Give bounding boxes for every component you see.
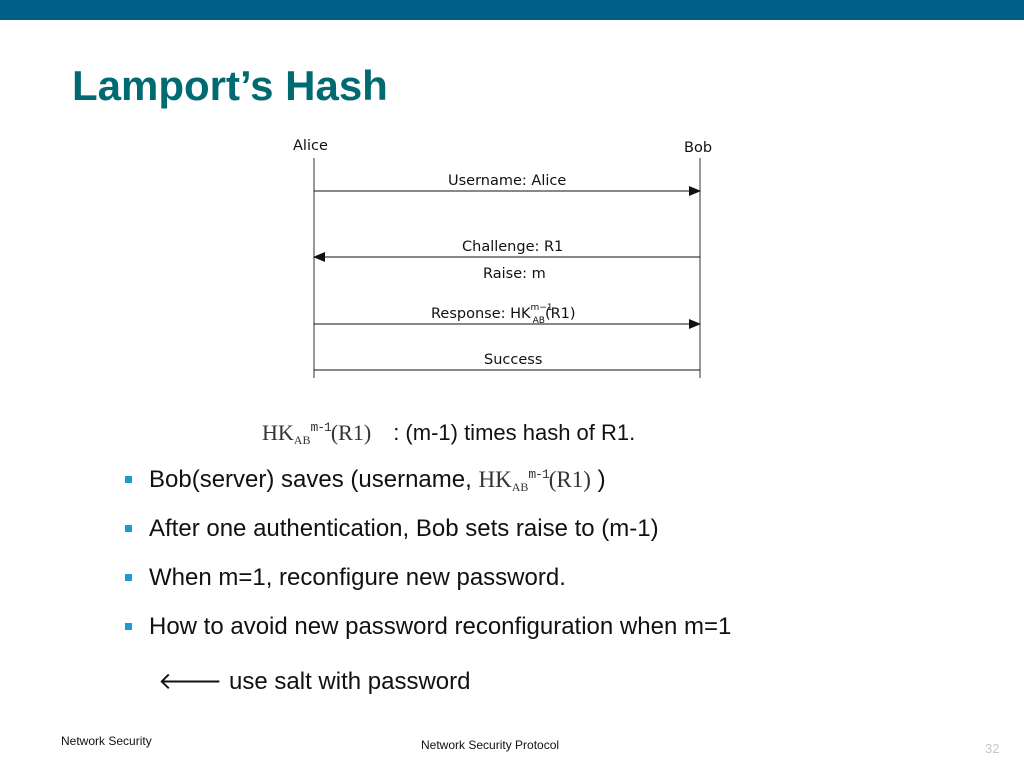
footer-course-name: Network Security xyxy=(61,734,152,748)
hash-formula: HKABm-1(R1) xyxy=(262,420,372,447)
bullet-item: After one authentication, Bob sets raise… xyxy=(124,515,731,564)
slide-title: Lamport’s Hash xyxy=(72,62,388,109)
bullet-item: When m=1, reconfigure new password. xyxy=(124,564,731,613)
protocol-sequence-diagram: Alice Bob Username: Alice Challenge: R1 … xyxy=(293,138,712,378)
message-username-label: Username: Alice xyxy=(448,173,566,189)
message-challenge-label: Challenge: R1 xyxy=(462,239,563,255)
square-bullet-icon xyxy=(125,525,132,532)
formula-definition: HKABm-1(R1) : (m-1) times hash of R1. xyxy=(262,420,635,448)
footer-section-name: Network Security Protocol xyxy=(421,738,560,752)
square-bullet-icon xyxy=(125,623,132,630)
square-bullet-icon xyxy=(125,574,132,581)
formula-description: : (m-1) times hash of R1. xyxy=(393,420,636,445)
top-header-bar xyxy=(0,0,1024,20)
alice-label: Alice xyxy=(293,138,328,154)
page-number: 32 xyxy=(985,741,1000,756)
sub-point: 🡐 use salt with password xyxy=(158,668,471,695)
bullet-item: How to avoid new password reconfiguratio… xyxy=(124,613,731,662)
left-arrow-icon: 🡐 xyxy=(158,668,223,695)
square-bullet-icon xyxy=(125,476,132,483)
bob-label: Bob xyxy=(684,140,712,156)
bullet-list: Bob(server) saves (username, HKABm-1(R1)… xyxy=(124,466,731,662)
message-success-label: Success xyxy=(484,352,542,368)
hash-formula: HKABm-1(R1) xyxy=(478,467,591,494)
bullet-item: Bob(server) saves (username, HKABm-1(R1)… xyxy=(124,466,731,515)
message-raise-label: Raise: m xyxy=(483,266,546,282)
